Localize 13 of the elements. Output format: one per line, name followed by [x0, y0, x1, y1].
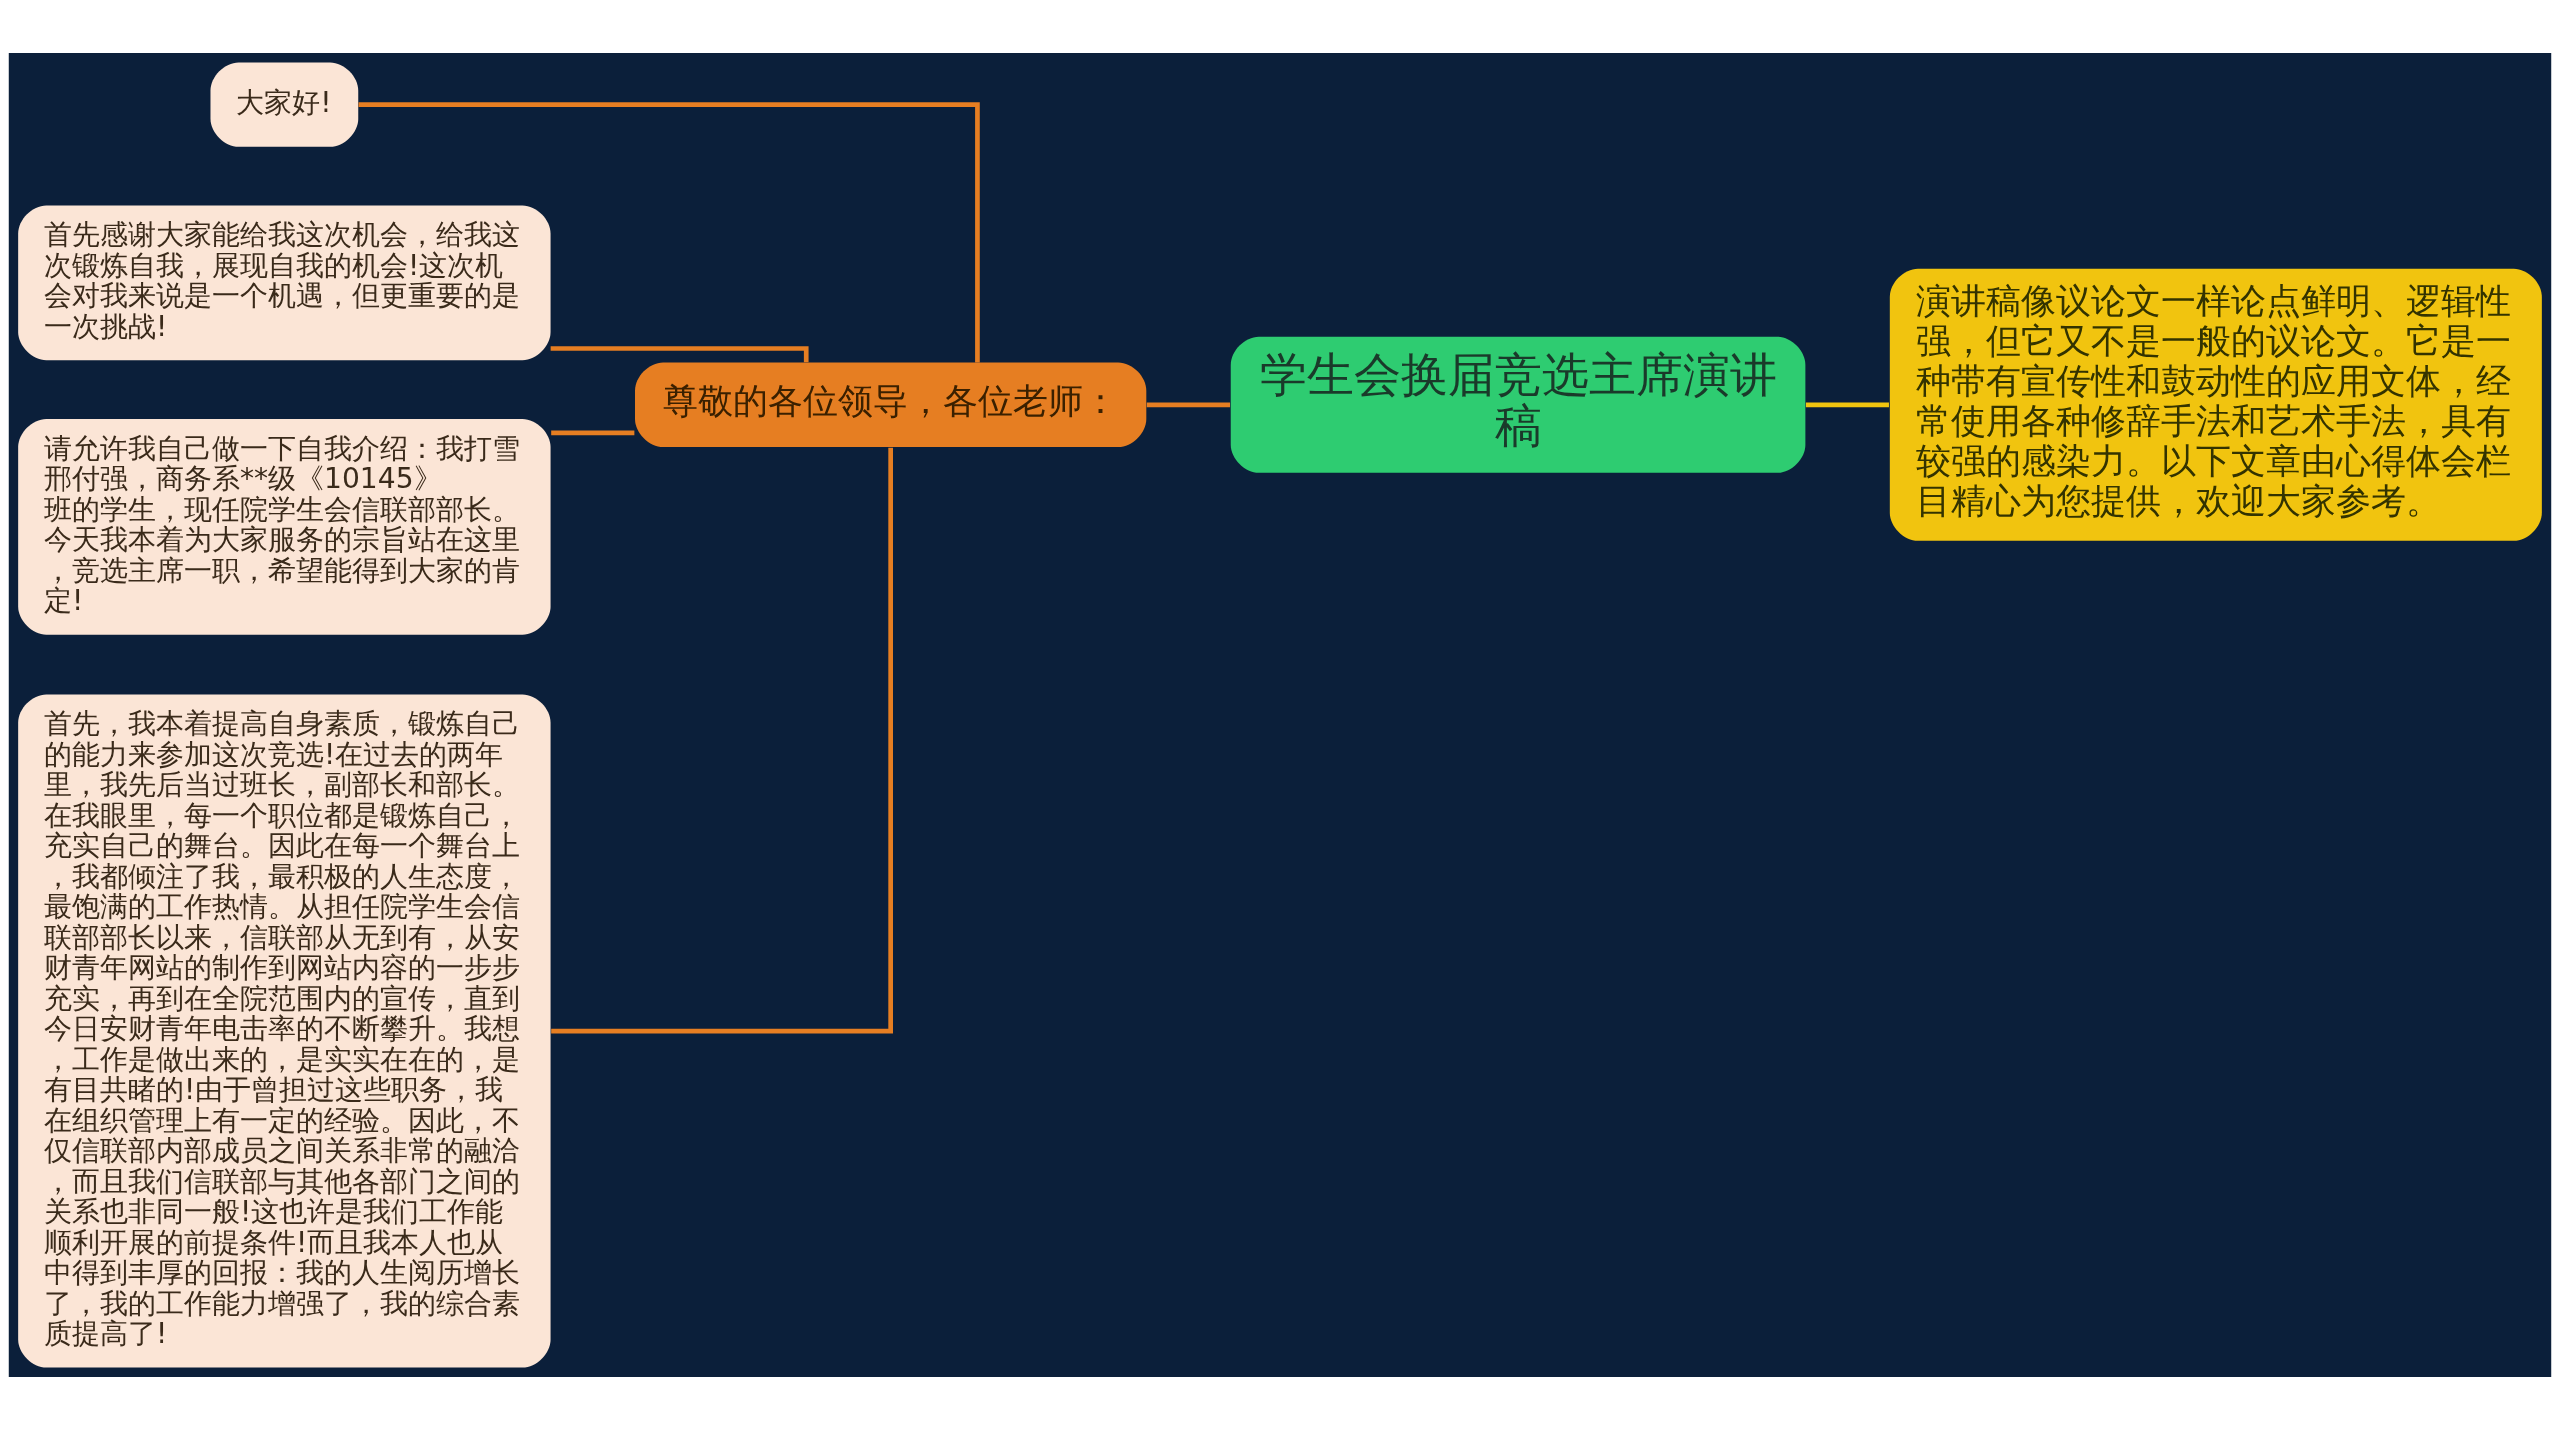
node-box: 尊敬的各位领导，各位老师：: [635, 362, 1147, 448]
connector: [551, 447, 893, 1034]
node-box: 首先感谢大家能给我这次机会，给我这次锻炼自我，展现自我的机会!这次机会对我来说是一个机遇，但更重要的是一次挑战!: [18, 205, 551, 361]
connector: [1146, 402, 1231, 408]
node-box: 演讲稿像议论文一样论点鲜明、逻辑性强，但它又不是一般的议论文。它是一种带有宣传性和鼓动性的应用文体，经常使用各种修辞手法和艺术手法，具有较强的感染力。以下文章由心得体会栏目精心为您提供，欢迎大家参考。: [1889, 268, 2542, 541]
connector: [358, 102, 980, 363]
connector: [1805, 402, 1889, 408]
node-box: 大家好!: [210, 62, 359, 147]
connector: [551, 430, 635, 436]
connector: [550, 346, 809, 363]
node-box: 首先，我本着提高自身素质，锻炼自己的能力来参加这次竞选!在过去的两年里，我先后当过班长，副部长和部长。在我眼里，每一个职位都是锻炼自己，充实自己的舞台。因此在每一个舞台上，我都倾注了我，最积极的人生态度，最饱满的工作热情。从担任院学生会信联部部长以来，信联部从无到有，从安财青年网站的制作到网站内容的一步步充实，再到在全院范围内的宣传，直到今日安财青年电击率的不断攀升。我想，工作是做出来的，是实实在在的，是有目共睹的!由于曾担过这些职务，我在组织管理上有一定的经验。因此，不仅信联部内部成员之间关系非常的融洽，而且我们信联部与其他各部门之间的关系也非同一般!这也许是我们工作能顺利开展的前提条件!而且我本人也从中得到丰厚的回报：我的人生阅历增长了，我的工作能力增强了，我的综合素质提高了!: [18, 694, 551, 1368]
node-box: 学生会换届竞选主席演讲稿: [1230, 336, 1806, 473]
node-box: 请允许我自己做一下自我介绍：我打雪邢付强，商务系**级《10145》班的学生，现任院学生会信联部部长。今天我本着为大家服务的宗旨站在这里，竞选主席一职，希望能得到大家的肯定!: [18, 418, 551, 635]
